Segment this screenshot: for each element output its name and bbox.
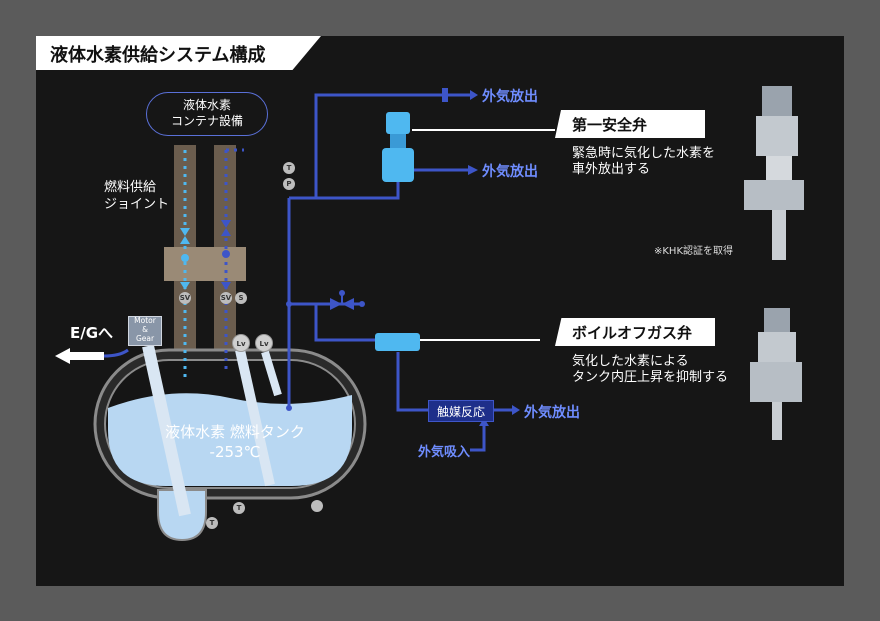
manual-valve — [330, 298, 342, 310]
diagram-title: 液体水素供給システム構成 — [50, 45, 266, 66]
boil-off-valve-body — [375, 333, 420, 351]
joint-label-line1: 燃料供給 — [104, 180, 157, 195]
boil-off-line — [314, 304, 375, 342]
supply-dot — [181, 254, 189, 262]
gauge-sv-left: SV — [179, 292, 191, 304]
motor-line2: & — [142, 325, 148, 334]
safety-valve-title: 第一安全弁 — [572, 116, 648, 134]
container-label-line1: 液体水素 — [182, 98, 231, 112]
top-vent-label: 外気放出 — [482, 89, 538, 105]
top-vent-cap — [442, 88, 448, 102]
gauge-sv-right: SV — [220, 292, 232, 304]
top-vent-line — [314, 93, 470, 198]
arrow-intake — [479, 418, 489, 426]
return-dot — [222, 250, 230, 258]
return-valve-top — [221, 220, 231, 228]
boil-off-desc2: タンク内圧上昇を抑制する — [572, 370, 729, 385]
arrow-relief-vent — [468, 165, 478, 175]
gauge-lv-1: Lv — [232, 334, 250, 352]
safety-valve-note: ※KHK認証を取得 — [654, 246, 734, 257]
engine-pipe — [103, 348, 129, 358]
tank-label-line1: 液体水素 燃料タンク — [165, 423, 305, 441]
catalyst-box — [428, 400, 494, 422]
boil-off-desc1: 気化した水素による — [572, 354, 689, 369]
manual-valve-wheel — [339, 290, 345, 296]
boil-off-banner — [555, 318, 715, 346]
gauge-t-sump: T — [206, 517, 218, 529]
tank-label-line2: -253℃ — [209, 443, 261, 461]
return-valve2-top — [221, 282, 231, 290]
riser-junction — [286, 301, 292, 307]
catalyst-label: 触媒反応 — [436, 405, 485, 419]
return-valve-bot — [221, 228, 231, 236]
relief-valve-body — [382, 148, 414, 182]
container-label-line2: コンテナ設備 — [170, 114, 243, 128]
motor-shaft — [142, 344, 191, 517]
level-probe-1 — [235, 348, 275, 487]
gauge-lv-2: Lv — [255, 334, 273, 352]
safety-valve-desc1: 緊急時に気化した水素を — [572, 146, 716, 161]
safety-valve-banner — [555, 110, 705, 138]
boil-off-title: ボイルオフガス弁 — [572, 324, 693, 342]
engine-arrow — [55, 348, 104, 364]
intake-label: 外気吸入 — [418, 445, 471, 460]
motor-line1: Motor — [134, 316, 156, 325]
relief-vent-label: 外気放出 — [482, 164, 538, 180]
gauge-t-bottom: T — [233, 502, 245, 514]
supply-valve-bot — [180, 236, 190, 244]
supply-valve2-top — [180, 282, 190, 290]
catalyst-vent-label: 外気放出 — [524, 405, 580, 421]
container-label: 液体水素 コンテナ設備 — [146, 97, 268, 129]
arrow-top-vent — [470, 90, 478, 100]
motor-gear-label: Motor & Gear — [128, 316, 162, 343]
container-frame — [146, 92, 268, 136]
joint-label-line2: ジョイント — [104, 197, 170, 212]
motor-gear-box — [128, 316, 162, 346]
engine-label: E/Gへ — [70, 324, 114, 342]
gauge-t-top: T — [283, 162, 295, 174]
relief-valve-line — [289, 180, 400, 200]
gauge-p-top: P — [283, 178, 295, 190]
title-tab — [36, 36, 321, 70]
boil-off-valve-photo — [750, 308, 802, 440]
gauge-s: S — [235, 292, 247, 304]
motor-line3: Gear — [135, 334, 155, 343]
arrow-catalyst-vent — [512, 405, 520, 415]
intake-line — [470, 422, 486, 452]
riser-bottom — [286, 405, 292, 411]
supply-valve-top — [180, 228, 190, 236]
relief-valve-top — [386, 112, 410, 134]
drain-plug — [311, 500, 323, 512]
manual-valve-2 — [342, 298, 354, 310]
catalyst-line — [396, 352, 428, 412]
branch-end — [359, 301, 365, 307]
safety-valve-desc2: 車外放出する — [572, 162, 651, 177]
relief-valve-stem — [390, 134, 406, 148]
safety-valve-photo — [744, 86, 804, 260]
level-probe-2 — [261, 350, 282, 397]
tank-label: 液体水素 燃料タンク -253℃ — [150, 422, 320, 462]
